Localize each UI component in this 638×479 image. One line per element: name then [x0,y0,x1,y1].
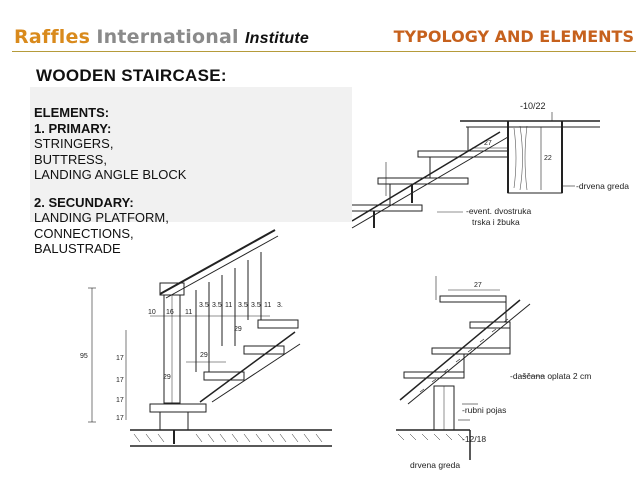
secondary-item: CONNECTIONS, [34,225,134,241]
left-dim-95: 95 [80,353,88,360]
balustrade-elevation-drawing [88,229,332,447]
left-dim-top-4: 3.5 [212,302,222,309]
brand-raffles: Raffles [14,26,91,48]
left-dim-top-2: 11 [185,309,192,316]
bottom-stair-section-drawing [396,276,545,460]
left-dim-top-8: 11 [264,302,271,309]
header: Raffles International Institute TYPOLOGY… [0,0,638,52]
section-title: TYPOLOGY AND ELEMENTS [393,27,634,46]
brand-international: International [96,26,239,48]
left-dim-top-0: 10 [148,309,156,316]
left-dim-side-2: 17 [116,397,124,404]
left-dim-29a: 29 [234,326,242,333]
left-dim-top-5: 11 [225,302,232,309]
left-dim-top-1: 16 [166,309,174,316]
left-dim-side-0: 17 [116,355,124,362]
top-stair-section-drawing [343,112,600,229]
top-dim-27: 27 [484,140,492,147]
page-title: WOODEN STAIRCASE: [36,66,227,85]
top-note-label-1: -event. dvostruka [466,206,531,216]
left-dim-top-9: 3. [277,302,283,309]
top-dim-label: -10/22 [520,101,546,111]
left-dim-side-1: 17 [116,377,124,384]
left-dim-top-7: 3.5 [251,302,261,309]
secondary-item: BALUSTRADE [34,241,121,256]
right-dim-bottom: -12/18 [462,434,486,444]
left-dim-top-6: 3.5 [238,302,248,309]
top-note-label-2: trska i žbuka [472,217,520,227]
top-dim-22: 22 [544,155,552,162]
header-divider [12,51,636,52]
primary-heading: 1. PRIMARY: [34,120,112,136]
secondary-item: LANDING PLATFORM, [34,210,169,225]
brand-logo: Raffles International Institute [14,26,309,48]
primary-item: LANDING ANGLE BLOCK [34,167,187,182]
right-boards-label: -daščana oplata 2 cm [510,371,591,381]
primary-item: BUTTRESS, [34,151,107,167]
secondary-heading: 2. SECUNDARY: [34,194,134,210]
left-dim-side-3: 17 [116,415,124,422]
text-panel-background [30,87,352,222]
elements-heading: ELEMENTS: [34,105,110,120]
elements-list: ELEMENTS: 1. PRIMARY: STRINGERS, BUTTRES… [34,105,186,257]
right-dim-27: 27 [474,282,482,289]
right-edge-label: -rubni pojas [462,405,506,415]
primary-item: STRINGERS, [34,136,114,151]
right-beam-label: drvena greda [410,460,460,470]
brand-institute: Institute [245,30,310,47]
top-beam-label: -drvena greda [576,181,629,191]
left-dim-29c: 29 [163,374,171,381]
left-dim-29b: 29 [200,352,208,359]
left-dim-top-3: 3.5 [199,302,209,309]
